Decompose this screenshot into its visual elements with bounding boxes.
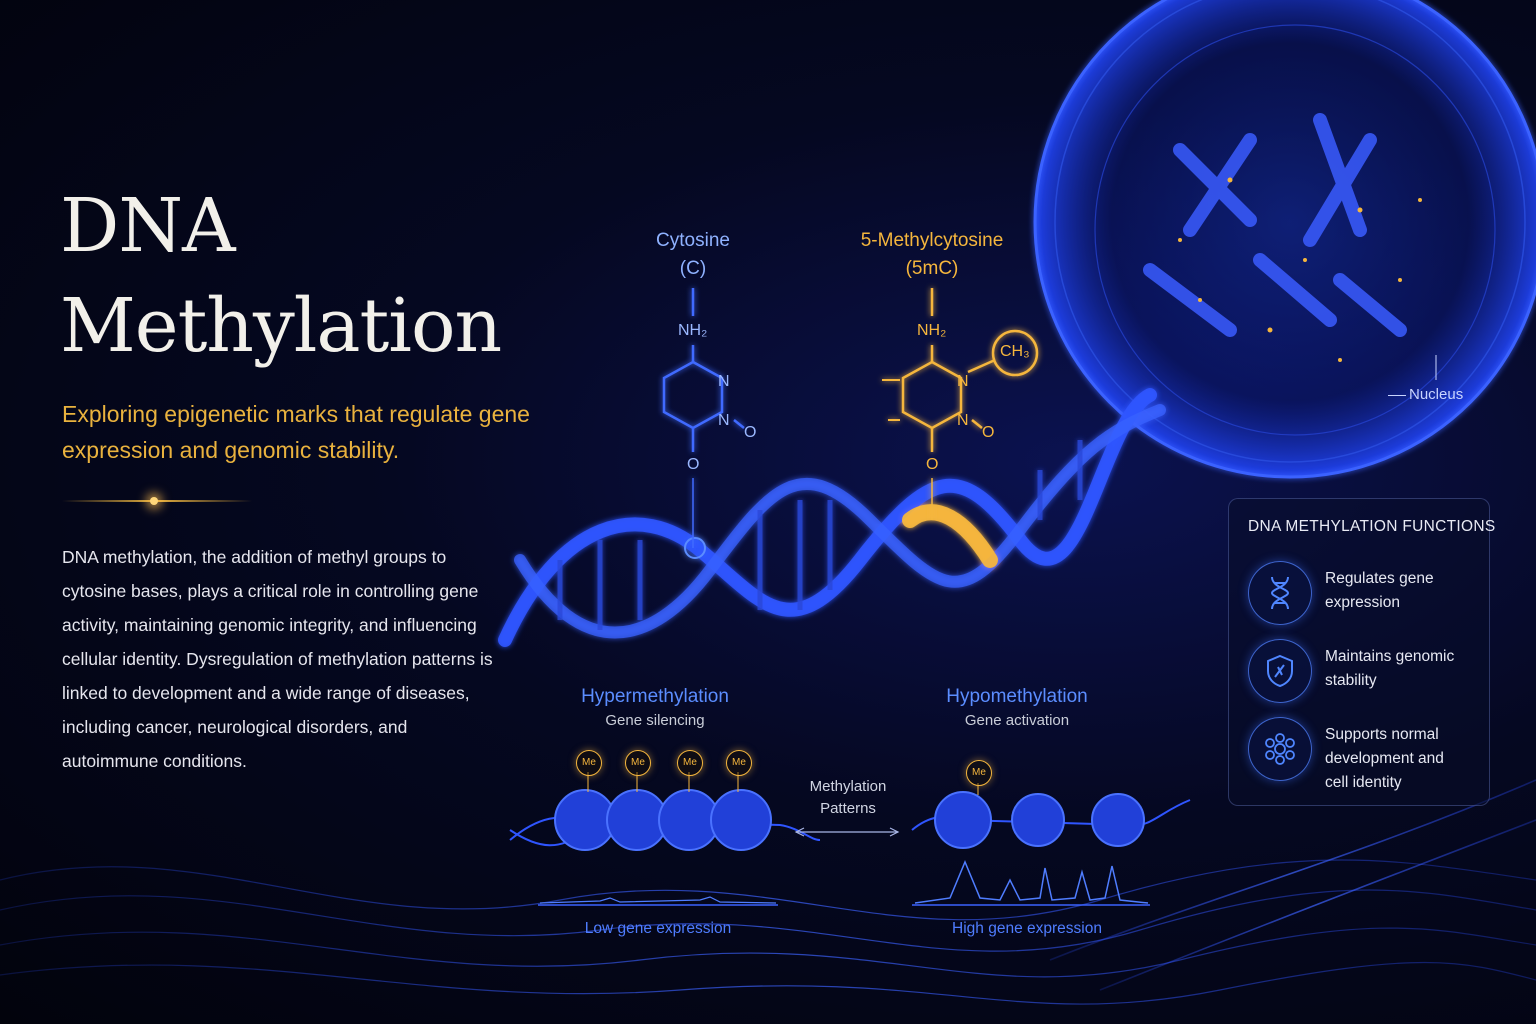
cytosine-n-lower: N — [718, 412, 730, 429]
cell-cluster-icon — [1248, 717, 1312, 781]
description-paragraph: DNA methylation, the addition of methyl … — [62, 547, 493, 771]
cytosine-name: Cytosine — [656, 230, 730, 251]
methylation-patterns-line2: Patterns — [820, 800, 876, 817]
methyl-tag: Me — [677, 750, 703, 776]
function-text-line: cell identity — [1325, 774, 1402, 791]
function-text-line: Regulates gene — [1325, 570, 1434, 587]
methyl-tag: Me — [966, 760, 992, 786]
nucleus-illustration — [1033, 0, 1536, 479]
function-item: Regulates gene expression — [1248, 561, 1478, 631]
functions-title: DNA METHYLATION FUNCTIONS — [1248, 518, 1496, 535]
methylcytosine-n-lower: N — [957, 412, 969, 429]
methylcytosine-abbr: (5mC) — [905, 258, 959, 279]
particle-wave — [0, 779, 1536, 1005]
high-expression-label: High gene expression — [952, 920, 1102, 937]
function-text-line: development and — [1325, 750, 1444, 767]
function-text-line: Maintains genomic — [1325, 648, 1455, 665]
cytosine-nh2: NH₂ — [678, 322, 708, 339]
cytosine-label: Cytosine (C) — [593, 227, 793, 283]
nucleosome-illustration — [509, 772, 1191, 906]
methylcytosine-nh2: NH₂ — [917, 322, 947, 339]
cytosine-abbr: (C) — [679, 258, 707, 279]
function-text-line: stability — [1325, 672, 1377, 689]
shield-icon — [1248, 639, 1312, 703]
methylcytosine-n: N — [957, 373, 969, 390]
low-expression-label: Low gene expression — [584, 920, 732, 937]
dna-helix-illustration — [498, 388, 1166, 647]
cytosine-n: N — [718, 373, 730, 390]
cytosine-o-bottom: O — [687, 456, 700, 473]
nucleus-label: Nucleus — [1409, 386, 1464, 403]
methylcytosine-structure — [882, 288, 1039, 520]
title-line-2: Methylation — [60, 283, 502, 369]
function-text: Regulates gene expression — [1325, 567, 1475, 615]
function-text-line: Supports normal — [1325, 726, 1439, 743]
methylcytosine-name: 5-Methylcytosine — [860, 230, 1004, 251]
page-title: DNA Methylation — [60, 176, 502, 376]
function-text-line: expression — [1325, 594, 1400, 611]
hypermethylation-subtitle: Gene silencing — [605, 712, 705, 729]
methylcytosine-o-right: O — [982, 424, 995, 441]
cytosine-o-right: O — [744, 424, 757, 441]
cytosine-structure — [662, 288, 745, 548]
function-text: Maintains genomic stability — [1325, 645, 1475, 693]
methyl-tag: Me — [726, 750, 752, 776]
function-item: Supports normal development and cell ide… — [1248, 717, 1478, 791]
function-item: Maintains genomic stability — [1248, 639, 1478, 709]
function-text: Supports normal development and cell ide… — [1325, 723, 1475, 795]
methylcytosine-o-bottom: O — [926, 456, 939, 473]
nucleus-pointer-line — [1388, 395, 1406, 396]
methylcytosine-ch3: CH₃ — [1000, 343, 1030, 360]
methyl-tag: Me — [576, 750, 602, 776]
hypomethylation-subtitle: Gene activation — [964, 712, 1070, 729]
methylation-patterns-label: Methylation Patterns — [788, 776, 908, 820]
divider-glow-dot — [150, 497, 158, 505]
title-line-1: DNA — [60, 183, 236, 269]
dna-helix-icon — [1248, 561, 1312, 625]
page-subtitle: Exploring epigenetic marks that regulate… — [62, 401, 530, 463]
hypomethylation-title: Hypomethylation — [946, 686, 1088, 707]
hypermethylation-title: Hypermethylation — [581, 686, 729, 707]
methyl-tag: Me — [625, 750, 651, 776]
methylation-patterns-line1: Methylation — [809, 778, 887, 795]
methylcytosine-label: 5-Methylcytosine (5mC) — [832, 227, 1032, 283]
